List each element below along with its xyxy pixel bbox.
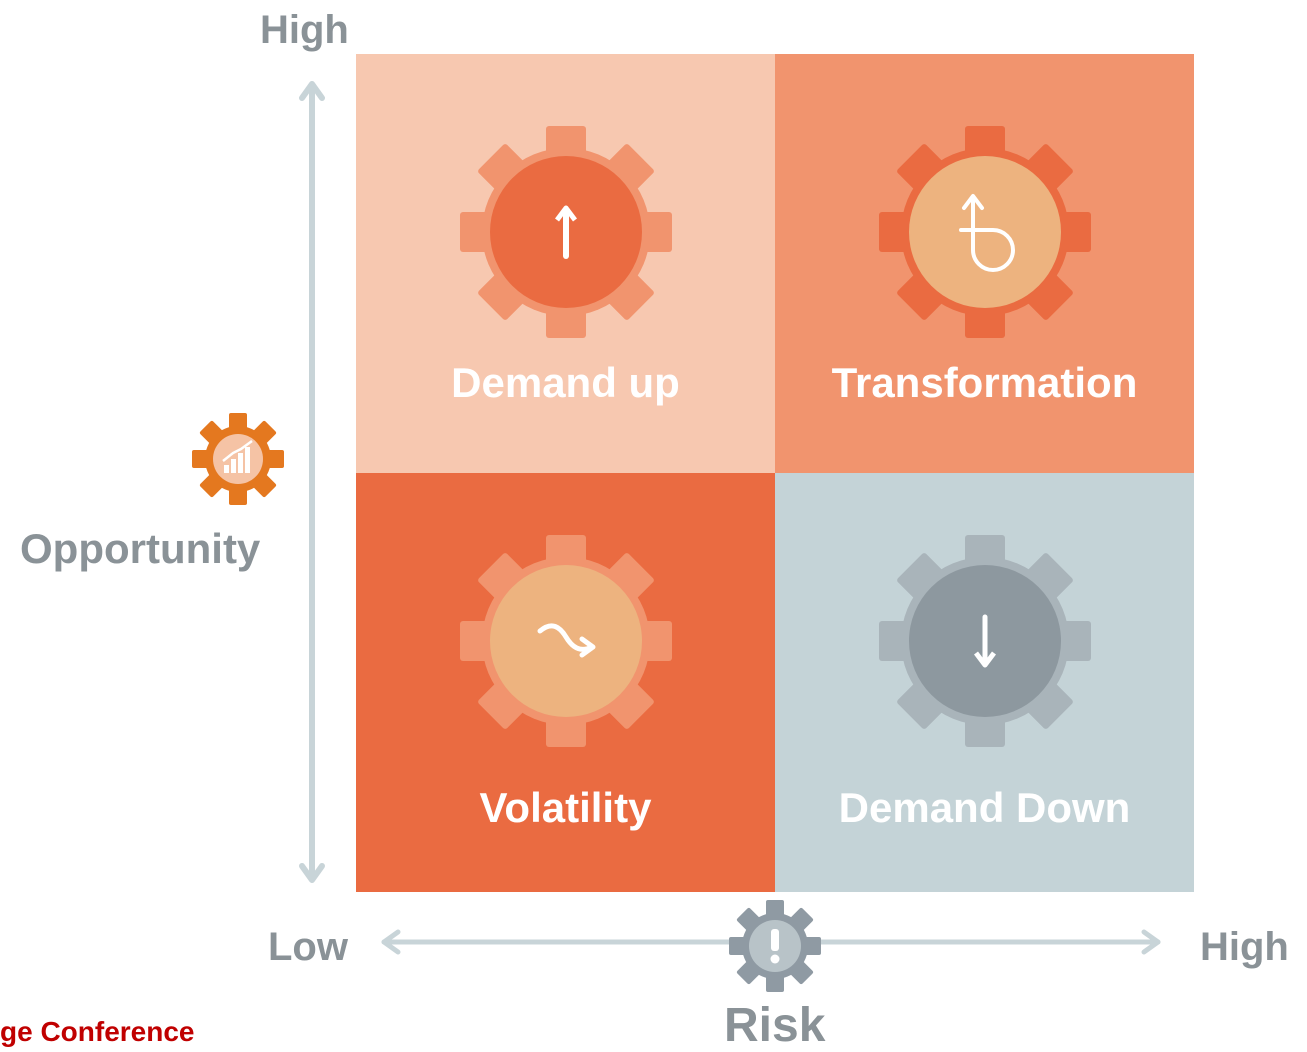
quadrant-volatility: Volatility xyxy=(356,473,775,892)
arrow-down-icon xyxy=(879,535,1091,747)
arrow-up-icon xyxy=(460,126,672,338)
y-axis-title: Opportunity xyxy=(20,525,261,572)
quadrant-demand-down: Demand Down xyxy=(775,473,1194,892)
footer-conference-text: ge Conference xyxy=(0,1016,195,1047)
loop-arrow-icon xyxy=(879,126,1091,338)
y-axis-arrow xyxy=(299,81,325,883)
quadrant-transformation: Transformation xyxy=(775,54,1194,473)
quadrant-label: Demand up xyxy=(451,359,680,406)
risk-gear-icon xyxy=(729,900,821,992)
y-axis-high-label: High xyxy=(260,8,349,52)
x-axis-title: Risk xyxy=(724,999,826,1052)
quadrant-label: Demand Down xyxy=(838,784,1131,831)
quadrant-label: Transformation xyxy=(831,359,1138,406)
opportunity-gear-icon xyxy=(192,413,284,505)
wave-arrow-icon xyxy=(460,535,672,747)
quadrant-demand-up: Demand up xyxy=(356,54,775,473)
x-axis-low-label: Low xyxy=(268,925,348,969)
quadrant-label: Volatility xyxy=(479,784,652,831)
x-axis-high-label: High xyxy=(1200,925,1289,969)
